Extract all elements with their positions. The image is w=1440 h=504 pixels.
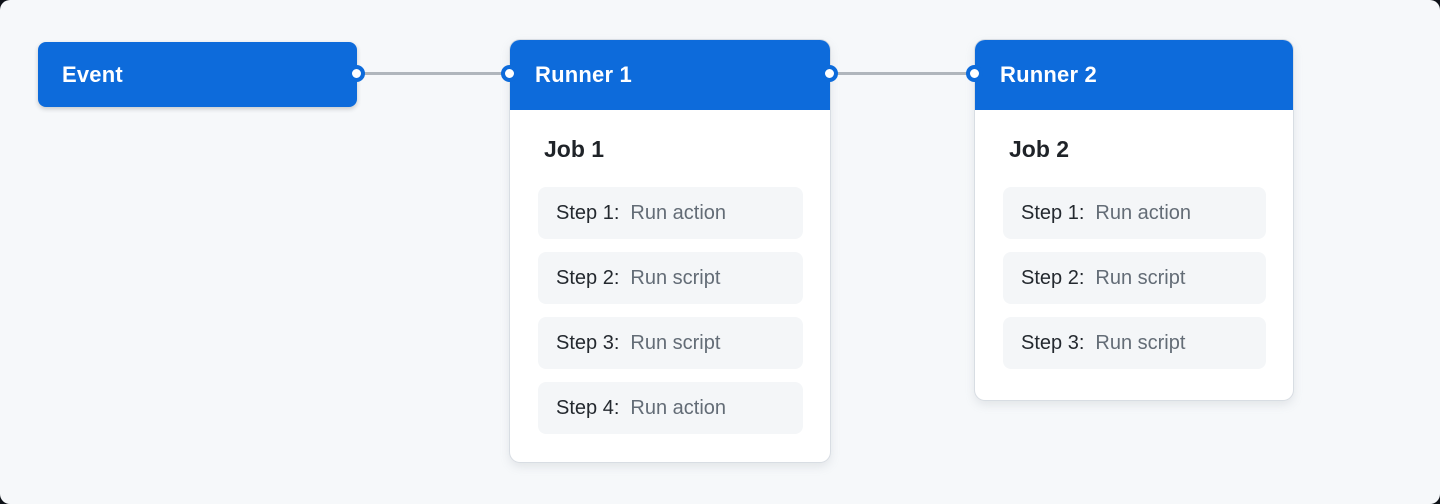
event-label: Event xyxy=(62,61,123,87)
step-row: Step 2: Run script xyxy=(1003,252,1266,304)
step-label: Step 2: xyxy=(1021,266,1085,289)
runner-1-title: Runner 1 xyxy=(535,62,632,87)
step-label: Step 3: xyxy=(1021,331,1085,354)
job-1-steps: Step 1: Run action Step 2: Run script St… xyxy=(538,187,803,434)
job-2-steps: Step 1: Run action Step 2: Run script St… xyxy=(1003,187,1266,369)
step-action: Run action xyxy=(630,396,727,419)
connector-dot-runner1-in xyxy=(501,65,518,82)
step-label: Step 1: xyxy=(556,201,620,224)
step-action: Run action xyxy=(1095,201,1192,224)
runner-2-title: Runner 2 xyxy=(1000,62,1097,87)
step-action: Run script xyxy=(630,331,721,354)
connector-dot-event-out xyxy=(348,65,365,82)
connector-dot-runner1-out xyxy=(821,65,838,82)
step-row: Step 4: Run action xyxy=(538,382,803,434)
step-label: Step 3: xyxy=(556,331,620,354)
runner-2-header: Runner 2 xyxy=(975,40,1293,110)
step-label: Step 4: xyxy=(556,396,620,419)
runner-1-card: Runner 1 Job 1 Step 1: Run action Step 2… xyxy=(510,40,830,462)
runner-1-header: Runner 1 xyxy=(510,40,830,110)
step-action: Run script xyxy=(1095,266,1186,289)
step-row: Step 3: Run script xyxy=(538,317,803,369)
connector-line-event-runner1 xyxy=(357,72,510,75)
step-label: Step 1: xyxy=(1021,201,1085,224)
event-node: Event xyxy=(38,42,357,107)
step-row: Step 1: Run action xyxy=(1003,187,1266,239)
job-2-title: Job 2 xyxy=(1009,136,1070,162)
step-action: Run script xyxy=(1095,331,1186,354)
step-row: Step 3: Run script xyxy=(1003,317,1266,369)
step-label: Step 2: xyxy=(556,266,620,289)
connector-line-runner1-runner2 xyxy=(830,72,975,75)
step-row: Step 1: Run action xyxy=(538,187,803,239)
runner-2-card: Runner 2 Job 2 Step 1: Run action Step 2… xyxy=(975,40,1293,400)
job-1-title: Job 1 xyxy=(544,136,605,162)
step-row: Step 2: Run script xyxy=(538,252,803,304)
connector-dot-runner2-in xyxy=(966,65,983,82)
step-action: Run action xyxy=(630,201,727,224)
step-action: Run script xyxy=(630,266,721,289)
